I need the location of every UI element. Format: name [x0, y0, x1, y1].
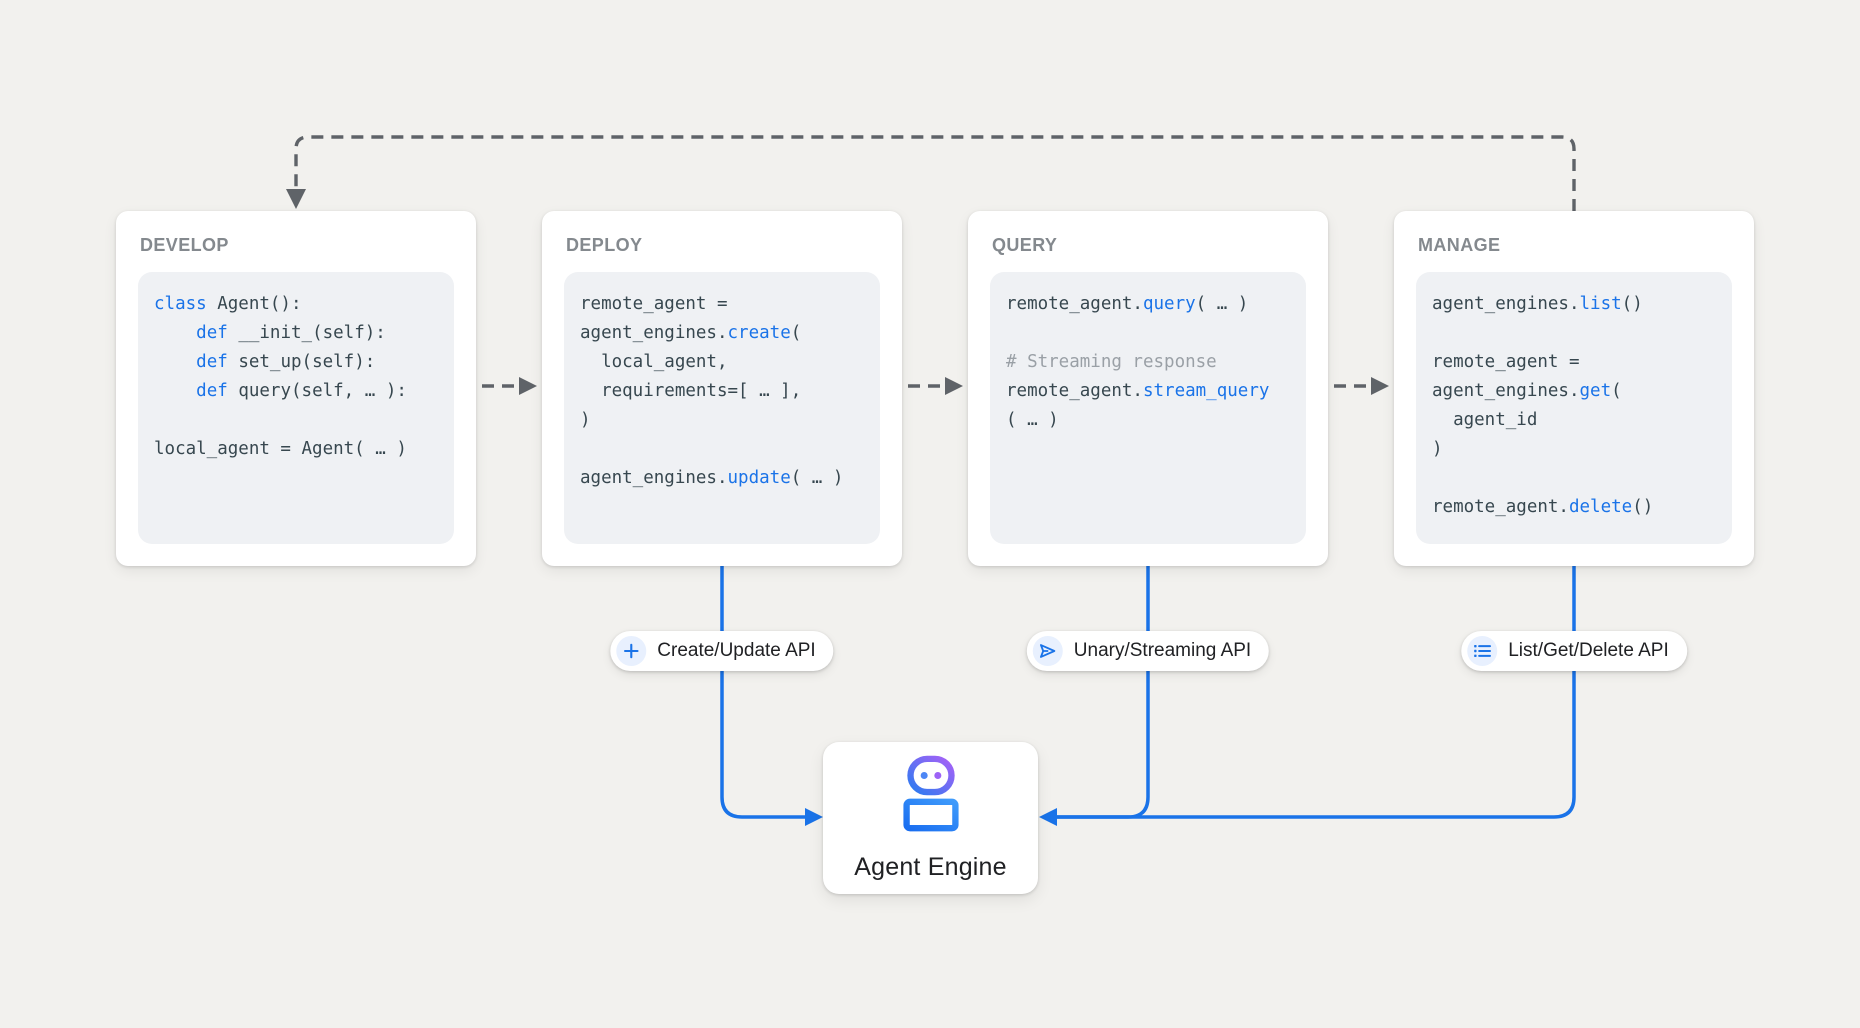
code-line: [1432, 464, 1716, 493]
code-line: def __init_(self):: [196, 323, 386, 343]
deploy-card: DEPLOY remote_agent = agent_engines.creat…: [542, 211, 902, 566]
plus-icon: [616, 636, 647, 666]
manage-to-engine-connector: [1056, 566, 1576, 819]
code-line: [154, 406, 438, 435]
robot-icon: [893, 754, 969, 841]
query-card-title: QUERY: [992, 235, 1058, 255]
query-card: QUERY remote_agent.query( … ) # Streamin…: [968, 211, 1328, 566]
code-line: [1006, 319, 1290, 348]
send-icon: [1032, 636, 1063, 666]
code-line: [1432, 319, 1716, 348]
deploy-to-engine-connector: [720, 566, 806, 819]
agent-engine-node: Agent Engine: [823, 742, 1038, 894]
query-arrowhead-icon: [945, 377, 963, 395]
engine-right-arrowhead-icon: [1039, 808, 1057, 826]
code-line: agent_engines.update( … ): [580, 468, 844, 488]
engine-left-arrowhead-icon: [805, 808, 823, 826]
code-line: remote_agent =: [580, 294, 728, 314]
develop-code-block: class Agent(): def __init_(self): def se…: [138, 272, 454, 544]
code-line: [580, 435, 864, 464]
manage-code-block: agent_engines.list() remote_agent = agent…: [1416, 272, 1732, 544]
list-icon: [1467, 636, 1498, 666]
code-line: ): [1432, 439, 1443, 459]
code-line: ): [580, 410, 591, 430]
query-to-engine-connector: [1056, 566, 1150, 819]
list-get-delete-api-label: List/Get/Delete API: [1508, 640, 1669, 661]
code-line: remote_agent.delete(): [1432, 497, 1654, 517]
code-line: agent_engines.list(): [1432, 294, 1643, 314]
list-get-delete-api-badge: List/Get/Delete API: [1461, 631, 1687, 671]
agent-engine-label: Agent Engine: [854, 853, 1007, 881]
manage-arrowhead-icon: [1371, 377, 1389, 395]
create-update-api-badge: Create/Update API: [610, 631, 834, 671]
code-line: class Agent():: [154, 294, 302, 314]
unary-streaming-api-label: Unary/Streaming API: [1073, 640, 1252, 661]
manage-card: MANAGE agent_engines.list() remote_agent…: [1394, 211, 1754, 566]
code-line: def query(self, … ):: [196, 381, 407, 401]
develop-card-title: DEVELOP: [140, 235, 229, 255]
manage-to-develop-dashed-connector: [294, 135, 1576, 211]
deploy-arrowhead-icon: [519, 377, 537, 395]
develop-card: DEVELOP class Agent(): def __init_(self)…: [116, 211, 476, 566]
code-line: def set_up(self):: [196, 352, 376, 372]
code-line: remote_agent.query( … ): [1006, 294, 1249, 314]
deploy-card-title: DEPLOY: [566, 235, 643, 255]
code-line: requirements=[ … ],: [580, 381, 802, 401]
code-line: local_agent = Agent( … ): [154, 439, 407, 459]
unary-streaming-api-badge: Unary/Streaming API: [1026, 631, 1270, 671]
code-line: agent_id: [1432, 410, 1538, 430]
code-line: agent_engines.create(: [580, 323, 802, 343]
code-line: remote_agent =: [1432, 352, 1580, 372]
create-update-api-label: Create/Update API: [657, 640, 816, 661]
develop-arrowhead-icon: [286, 189, 306, 209]
manage-card-title: MANAGE: [1418, 235, 1501, 255]
code-line: ( … ): [1006, 410, 1059, 430]
code-line: local_agent,: [580, 352, 728, 372]
query-code-block: remote_agent.query( … ) # Streaming resp…: [990, 272, 1306, 544]
code-line: # Streaming response: [1006, 352, 1217, 372]
code-line: remote_agent.stream_query: [1006, 381, 1270, 401]
code-line: agent_engines.get(: [1432, 381, 1622, 401]
deploy-code-block: remote_agent = agent_engines.create( loca…: [564, 272, 880, 544]
